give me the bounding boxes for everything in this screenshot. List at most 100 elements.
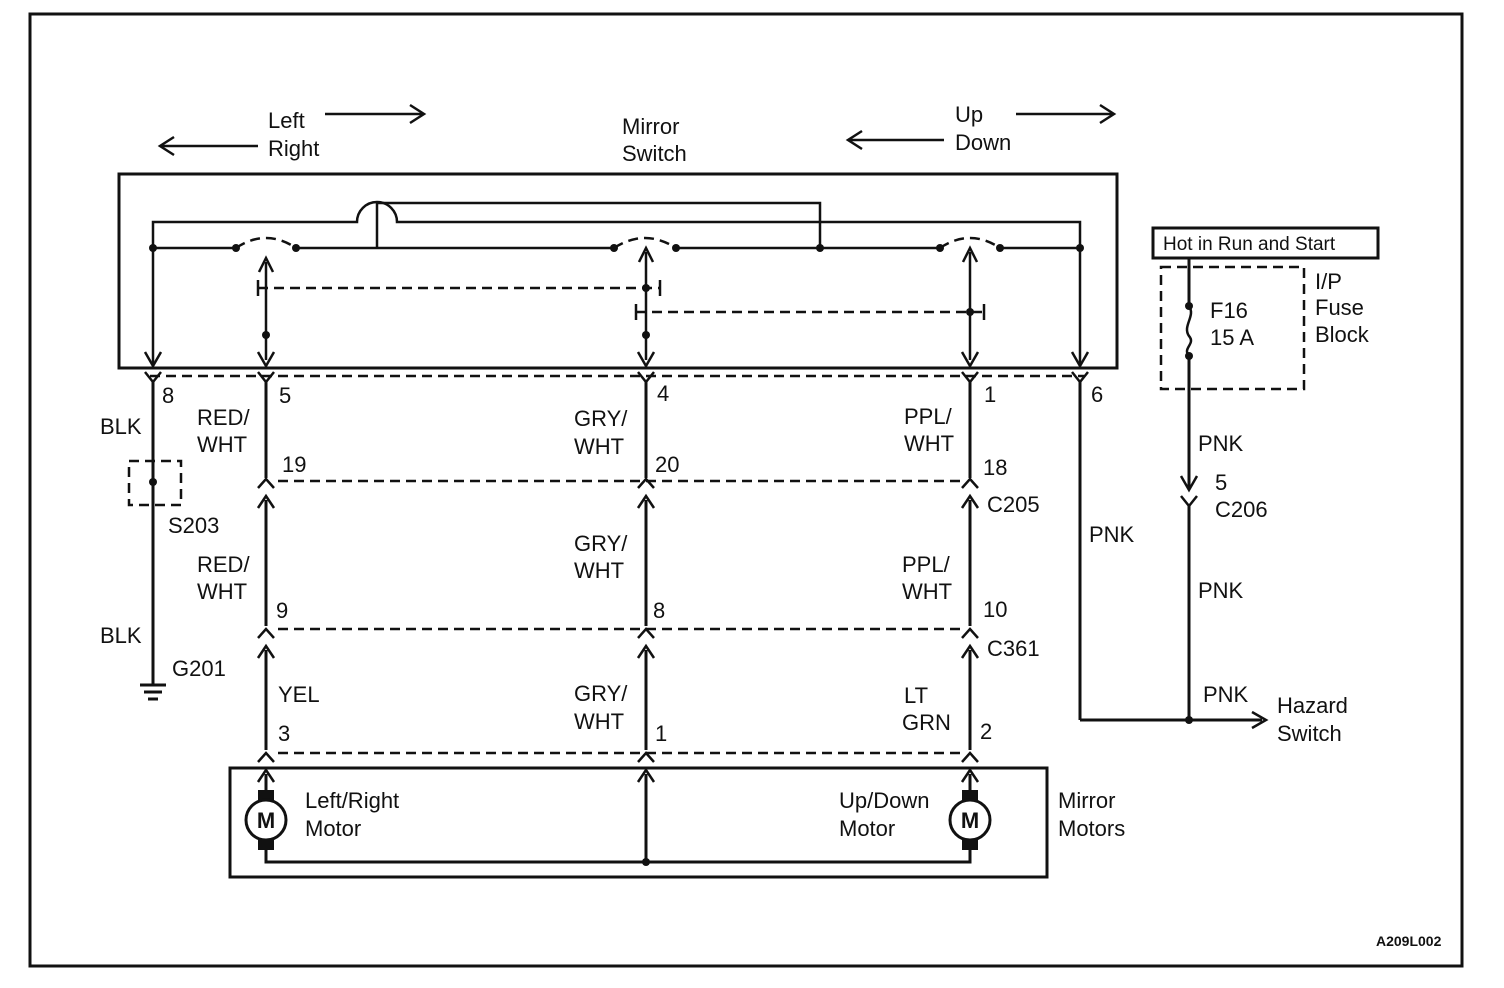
- pin-19: 19: [282, 452, 306, 477]
- arrowhead-icon: [1070, 351, 1090, 369]
- fuse-f16-icon: [1185, 305, 1193, 357]
- splice-dot: [149, 478, 157, 486]
- diagram-frame: [28, 12, 1464, 968]
- pin-1-motor: 1: [655, 721, 667, 746]
- arrowhead-icon: [636, 493, 656, 509]
- junction-dot: [672, 244, 680, 252]
- switch-contact-arc: [939, 236, 1001, 250]
- fuse-f16: F16: [1210, 298, 1248, 323]
- arrowhead-icon: [960, 767, 980, 783]
- pin-10: 10: [983, 597, 1007, 622]
- motor-brush: [258, 840, 274, 850]
- connector-terminal: [1180, 495, 1198, 509]
- pin-1: 1: [984, 382, 996, 407]
- connector-terminal: [257, 477, 275, 489]
- connector-c361: C361: [987, 636, 1040, 661]
- arrowhead-icon: [961, 245, 979, 263]
- junction-dot: [642, 331, 650, 339]
- wire-label: WHT: [902, 579, 952, 604]
- wire-label: GRY/: [574, 531, 628, 556]
- connector-terminal: [257, 751, 275, 763]
- motor-ud-label-2: Motor: [839, 816, 895, 841]
- arrowhead-icon: [960, 351, 980, 369]
- hazard-switch-label-2: Switch: [1277, 721, 1342, 746]
- pin-18: 18: [983, 455, 1007, 480]
- junction-dot: [966, 308, 974, 316]
- up-label: Up: [955, 102, 983, 127]
- motor-return-wire: [264, 850, 972, 864]
- arrowhead-icon: [960, 643, 980, 659]
- junction-dot: [816, 244, 824, 252]
- wire-label: WHT: [574, 558, 624, 583]
- wire-label-blk-top: BLK: [100, 414, 142, 439]
- mirror-motors-label-2: Motors: [1058, 816, 1125, 841]
- wire-label: WHT: [197, 432, 247, 457]
- connector-terminal: [257, 627, 275, 639]
- arrowhead-icon: [143, 351, 163, 369]
- wire-label: GRY/: [574, 681, 628, 706]
- junction-dot: [262, 331, 270, 339]
- wire-label-pnk: PNK: [1198, 431, 1244, 456]
- fuse-block-label-3: Block: [1315, 322, 1370, 347]
- hot-in-run-start-label: Hot in Run and Start: [1163, 234, 1336, 255]
- down-label: Down: [955, 130, 1011, 155]
- down-arrowhead-icon: [845, 129, 863, 151]
- right-arrowhead-icon: [157, 135, 175, 157]
- motor-lr-symbol: M: [257, 808, 275, 833]
- mirror-switch-box: [117, 172, 1119, 370]
- switch-title-1: Mirror: [622, 114, 679, 139]
- mirror-motors-box: [228, 766, 1049, 879]
- connector-terminal: [637, 751, 655, 763]
- motor-brush: [962, 790, 978, 800]
- wire-label: GRN: [902, 710, 951, 735]
- motor-brush: [258, 790, 274, 800]
- connector-c206: C206: [1215, 497, 1268, 522]
- wire-label: RED/: [197, 552, 250, 577]
- up-arrowhead-icon: [1099, 103, 1117, 125]
- wire-label: PPL/: [902, 552, 951, 577]
- wire-label: WHT: [574, 709, 624, 734]
- pin-6: 6: [1091, 382, 1103, 407]
- hazard-switch-label-1: Hazard: [1277, 693, 1348, 718]
- switch-internal-bus-mid: [375, 201, 822, 248]
- figure-id: A209L002: [1376, 933, 1442, 949]
- switch-internal-bus-top: [151, 200, 1082, 248]
- fuse-block-label-1: I/P: [1315, 269, 1342, 294]
- ip-fuse-block-box: [1159, 265, 1306, 391]
- pin-5-c206: 5: [1215, 470, 1227, 495]
- connector-terminal: [637, 627, 655, 639]
- arrowhead-icon: [636, 643, 656, 659]
- arrowhead-icon: [256, 493, 276, 509]
- pin-9: 9: [276, 598, 288, 623]
- motor-lr-label-2: Motor: [305, 816, 361, 841]
- splice-s203: S203: [168, 513, 219, 538]
- pin-5: 5: [279, 383, 291, 408]
- wire-label: WHT: [197, 579, 247, 604]
- wire-label-blk-bottom: BLK: [100, 623, 142, 648]
- arrowhead-icon: [256, 643, 276, 659]
- junction-dot: [232, 244, 240, 252]
- junction-dot: [292, 244, 300, 252]
- fuse-rating: 15 A: [1210, 325, 1254, 350]
- wire-label-yel: YEL: [278, 682, 320, 707]
- left-arrowhead-icon: [409, 103, 427, 125]
- hot-in-run-start-box: [1151, 226, 1380, 260]
- pin-20: 20: [655, 452, 679, 477]
- junction-dot: [936, 244, 944, 252]
- connector-c205: C205: [987, 492, 1040, 517]
- switch-contact-arc: [235, 236, 297, 250]
- wire-label: RED/: [197, 405, 250, 430]
- wire-label: LT: [904, 683, 928, 708]
- wire-label: WHT: [574, 434, 624, 459]
- switch-contact-arc: [613, 236, 677, 250]
- wire-label-pnk: PNK: [1198, 578, 1244, 603]
- arrowhead-icon: [637, 245, 655, 263]
- arrowhead-icon: [960, 493, 980, 509]
- wire-label: GRY/: [574, 406, 628, 431]
- pin-4: 4: [657, 381, 669, 406]
- ground-g201: G201: [172, 656, 226, 681]
- hazard-arrow-icon: [1251, 710, 1269, 730]
- motor-brush: [962, 840, 978, 850]
- junction-dot: [610, 244, 618, 252]
